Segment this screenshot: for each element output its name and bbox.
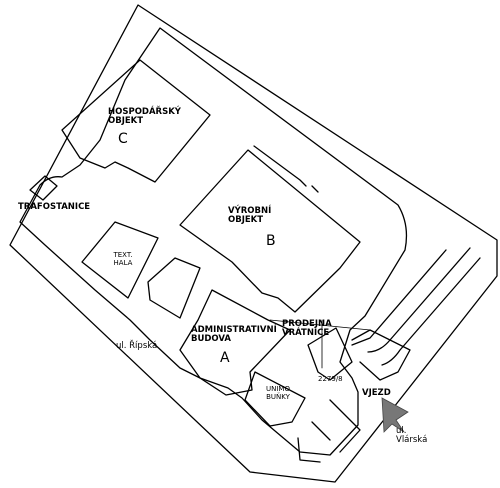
street-west-label: ul. Řípská: [116, 341, 158, 351]
building-c-letter: C: [118, 131, 128, 147]
plot-number-label: 2279/8: [318, 375, 343, 383]
building-b-letter: B: [266, 233, 276, 249]
corridor-outline: [147, 257, 201, 319]
building-c-label: HOSPODÁŘSKÝ OBJEKT: [108, 107, 181, 127]
gate-label: PRODEJNA VRÁTNICE: [282, 319, 332, 339]
building-b-outline: [179, 149, 361, 313]
building-a-label: ADMINISTRATIVNÍ BUDOVA: [191, 325, 277, 345]
transformer-label: TRAFOSTANICE: [18, 202, 91, 212]
gate-outline: [307, 327, 353, 381]
unimo-outline: [244, 371, 306, 427]
arrow-northwest-icon: [381, 397, 409, 433]
unimo-label: UNIMO BUŇKY: [266, 385, 290, 401]
building-a-letter: A: [220, 350, 230, 366]
building-a-outline: [179, 289, 291, 396]
entrance-label: VJEZD: [362, 388, 391, 398]
plot-marker-lines: [269, 319, 371, 369]
property-boundary: [9, 4, 498, 483]
building-c-outline: [61, 59, 211, 183]
building-b-annex: [253, 145, 319, 193]
street-south-label: ul. Vlárská: [396, 426, 428, 446]
text-hall-outline: [81, 221, 159, 299]
inner-road-outline: [19, 27, 408, 456]
building-b-label: VÝROBNÍ OBJEKT: [228, 206, 272, 226]
entrance-curbs: [297, 329, 411, 463]
transformer-outline: [29, 175, 58, 201]
text-hall-label: TEXT. HALA: [113, 251, 133, 267]
